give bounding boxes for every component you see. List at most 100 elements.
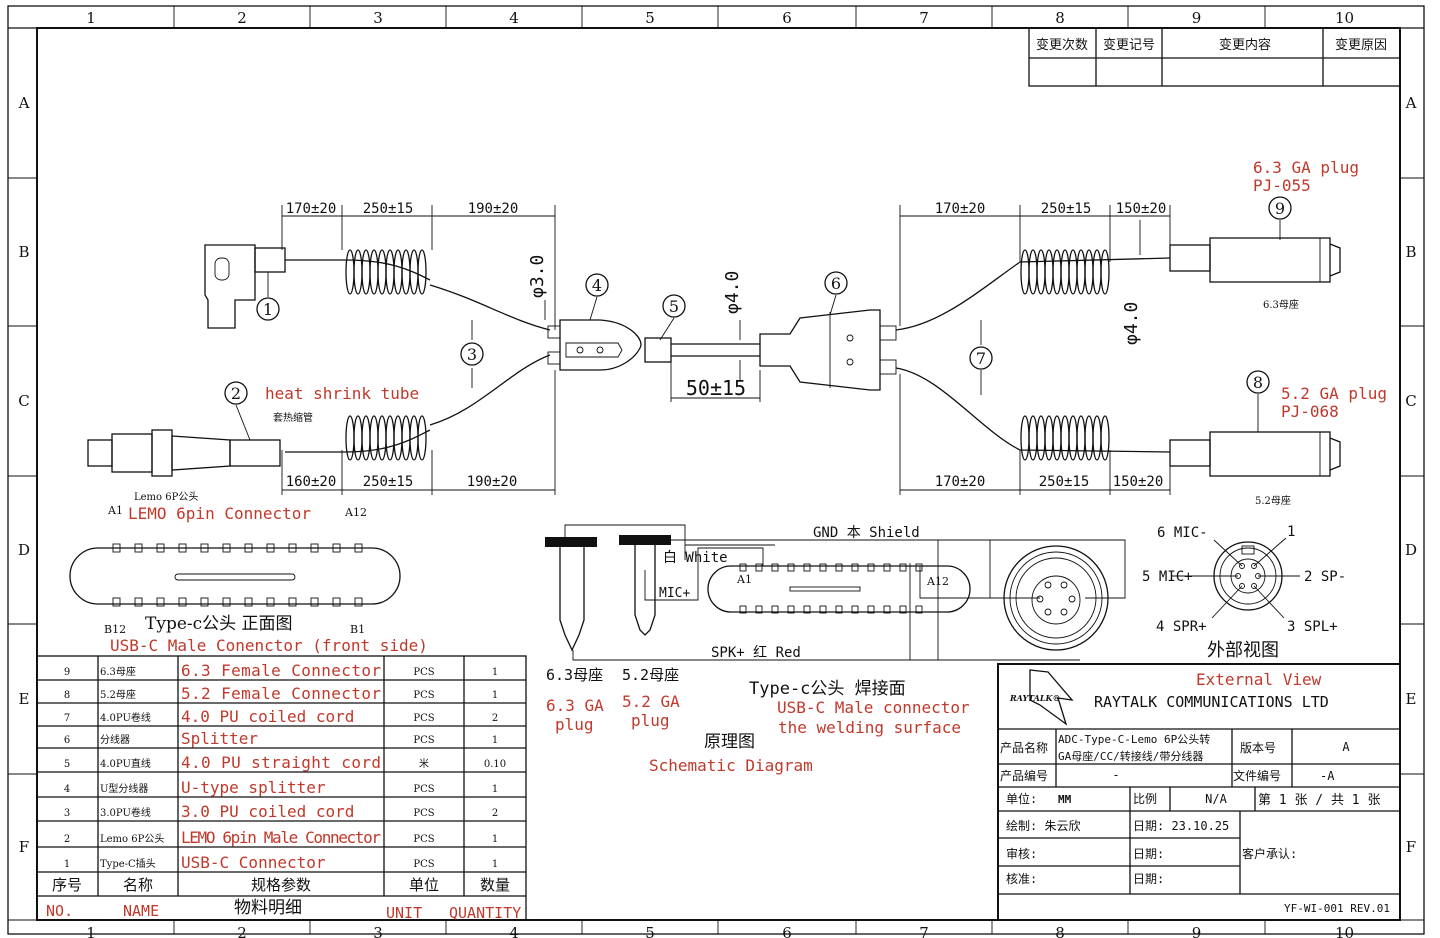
bom-qty: 2: [492, 713, 498, 724]
bom-unit: PCS: [413, 808, 434, 819]
zone-number-bottom: 1: [86, 924, 96, 938]
sch-gnd-label: GND 本 Shield: [813, 525, 920, 541]
coil-turn: [1084, 415, 1094, 461]
pin-bottom: [200, 597, 209, 607]
weld-pin-bottom: [787, 605, 795, 614]
label-plug-52-pn: PJ-068: [1281, 402, 1339, 421]
bom-name: U型分线器: [100, 782, 148, 795]
pin-bottom: [134, 597, 143, 607]
pin-top: [156, 543, 165, 553]
tb-sheet: 第 1 张 / 共 1 张: [1258, 793, 1380, 808]
bom-header: 规格参数: [251, 876, 311, 894]
pin-top: [244, 543, 253, 553]
zone-number-top: 9: [1192, 9, 1202, 27]
label-plug-63-pn: PJ-055: [1253, 176, 1311, 195]
coil-turn: [1076, 249, 1086, 295]
pin-1-label: 1: [1287, 524, 1295, 540]
pin-top: [200, 543, 209, 553]
bom-spec: 4.0 PU straight cord: [181, 753, 381, 772]
zone-letter-left: B: [18, 243, 29, 261]
sch-title-en: Schematic Diagram: [649, 756, 813, 775]
weld-pin-bottom: [755, 605, 763, 614]
bom-no: 5: [64, 759, 70, 770]
bom-name: 4.0PU直线: [100, 757, 151, 770]
title-block: RAYTALK® External View RAYTALK COMMUNICA…: [997, 663, 1401, 921]
label-plug-63: 6.3 GA plug: [1253, 158, 1359, 177]
tb-drawn: 绘制: 朱云欣: [1006, 818, 1080, 833]
tb-unit-label: 单位:: [1006, 791, 1037, 806]
tb-company: RAYTALK COMMUNICATIONS LTD: [1094, 693, 1329, 711]
tb-product-name-label: 产品名称: [1000, 740, 1048, 755]
tb-view: External View: [1196, 670, 1322, 689]
pin-bottom: [266, 597, 275, 607]
bom-unit: PCS: [413, 667, 434, 678]
weld-pin-top: [835, 563, 843, 572]
tb-customer: 客户承认:: [1242, 846, 1297, 861]
bom-spec: 6.3 Female Connector: [181, 661, 381, 680]
pin-bottom: [178, 597, 187, 607]
zone-number-bottom: 10: [1335, 924, 1354, 938]
coil-turn: [1044, 415, 1054, 461]
pin-bottom: [112, 597, 121, 607]
sch-jack52-cn: 5.2母座: [622, 666, 679, 684]
tb-date-3: 日期:: [1133, 872, 1164, 886]
pin-bottom: [156, 597, 165, 607]
sch-title-cn: 原理图: [704, 732, 755, 752]
label-plug-52-cn: 5.2母座: [1255, 494, 1291, 507]
bom-header: 单位: [409, 876, 439, 894]
bom-footer-qty: QUANTITY: [449, 904, 521, 922]
balloon-number: 1: [263, 300, 273, 319]
raytalk-logo: RAYTALK®: [1009, 669, 1074, 726]
bom-header: 名称: [123, 876, 153, 894]
coil-turn: [361, 249, 371, 295]
bom-unit: PCS: [413, 713, 434, 724]
coil-turn: [401, 249, 411, 295]
schematic-diagram: GND 本 Shield 白 White MIC+ A1 A12 SPK+ 红 …: [545, 524, 1126, 775]
bom-name: 6.3母座: [100, 665, 136, 678]
coil-turn: [1028, 249, 1038, 295]
pin-2-label: 2 SP-: [1304, 569, 1346, 585]
balloon-9: [1268, 196, 1292, 220]
coil-turn: [401, 415, 411, 461]
balloon-7: [969, 346, 993, 370]
zone-number-bottom: 2: [237, 924, 247, 938]
dim-top-left-1: 170±20: [286, 201, 337, 217]
bom-qty: 1: [492, 784, 498, 795]
bom-unit: PCS: [413, 690, 434, 701]
balloon-6: [824, 271, 848, 295]
sch-weld-en2: the welding surface: [778, 718, 961, 737]
coil-turn: [1092, 415, 1102, 461]
bom-spec: 4.0 PU coiled cord: [181, 707, 354, 726]
weld-pin-bottom: [739, 605, 747, 614]
pin-3-label: 3 SPL+: [1287, 619, 1338, 635]
label-plug-63-cn: 6.3母座: [1263, 298, 1299, 311]
weld-pin-bottom: [867, 605, 875, 614]
pin-top: [288, 543, 297, 553]
rev-header-mark: 变更记号: [1103, 37, 1155, 53]
zone-letter-right: C: [1405, 392, 1416, 410]
coil-turn: [353, 249, 363, 295]
bom-no: 4: [64, 784, 70, 795]
balloon-number: 8: [1253, 373, 1263, 392]
sch-a12-label: A12: [926, 575, 949, 588]
zone-number-bottom: 6: [782, 924, 792, 938]
pin-a1-label: A1: [107, 504, 123, 517]
coil-turn: [1036, 415, 1046, 461]
weld-pin-bottom: [899, 605, 907, 614]
weld-pin-top: [915, 563, 923, 572]
balloon-1: [256, 297, 280, 321]
pin-top: [112, 543, 121, 553]
bom-name: 分线器: [100, 733, 130, 746]
rev-header-content: 变更内容: [1219, 37, 1271, 53]
usb-c-front-view: Lemo 6P公头 LEMO 6pin Connector A1 A12 B12…: [69, 491, 428, 655]
zone-number-bottom: 3: [373, 924, 383, 938]
pinout-title: 外部视图: [1207, 640, 1279, 661]
bom-name: Lemo 6P公头: [100, 833, 164, 845]
typec-front-title-cn: Type-c公头 正面图: [145, 614, 293, 634]
coil-turn: [1028, 415, 1038, 461]
coil-turn: [1044, 249, 1054, 295]
bom-no: 1: [64, 859, 70, 870]
pin-bottom: [332, 597, 341, 607]
pin-top: [178, 543, 187, 553]
zone-letter-right: F: [1406, 838, 1416, 856]
